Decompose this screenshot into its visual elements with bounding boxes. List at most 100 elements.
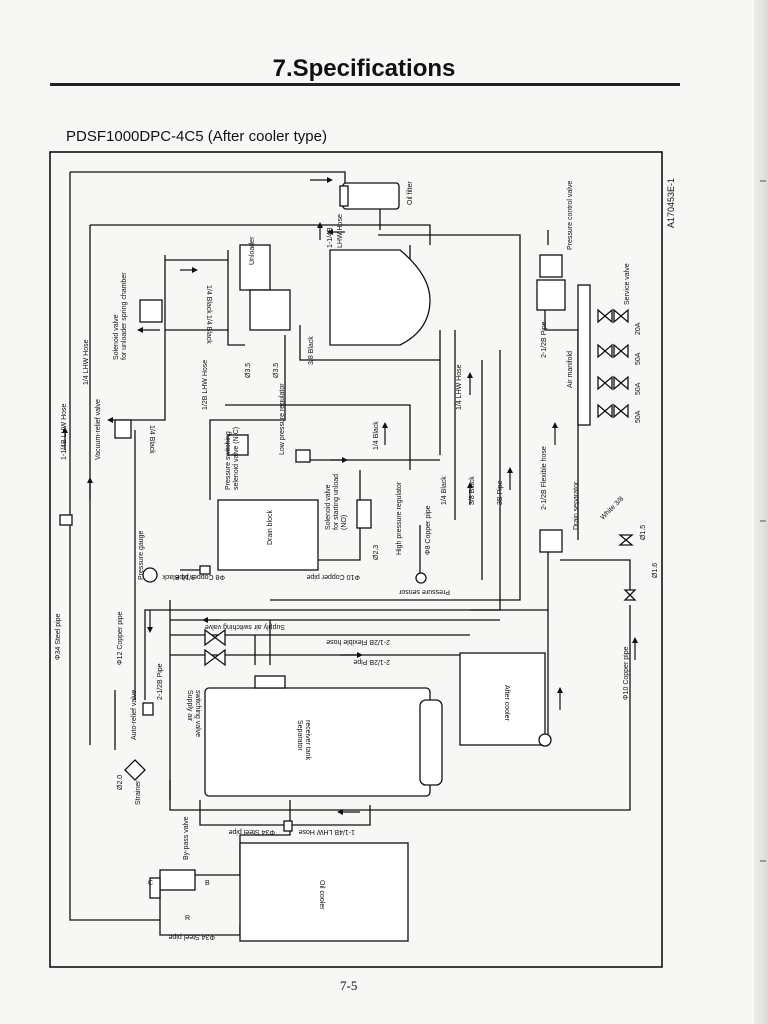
pipe-line [90,224,431,245]
pipe-line [227,250,245,346]
separator-receiver-tank [204,687,431,797]
bypass-label: By-pass valve [183,816,190,860]
diagram-frame [49,151,663,968]
drain-valve [618,534,634,546]
drain-block [217,499,319,571]
solenoid-start-label: for starting unload [333,474,340,530]
fitting [199,565,211,575]
page-edge-mark [760,520,766,522]
air-manifold [577,284,591,426]
switching-label: Pressure switching [225,431,232,490]
hose-label: 1/2B LHW Hose [202,360,209,410]
pressure-gauge [142,567,158,583]
service-valve-50a [597,343,613,359]
hose-label: 1-1/4B LHW Hose [298,828,355,835]
drain-separator [539,529,563,553]
pressure-switching-valve [227,434,249,456]
vacuum-relief-valve [114,419,132,439]
service-valve-20a [613,308,629,324]
oil-cooler [239,842,409,942]
pipe-label: 3B Pipe [497,480,504,505]
fitting [283,820,293,832]
oil-cooler-label: Oil cooler [318,880,325,910]
hose-label: 1-1/4B [327,227,334,248]
pipe-line [159,890,241,936]
diagram-subtitle: PDSF1000DPC-4C5 (After cooler type) [66,128,327,145]
service-valve-label: Service valve [624,263,631,305]
oil-filter-cap [339,185,349,207]
pressure-control-label: Pressure control valve [567,181,574,250]
pipe-line [70,171,346,190]
pipe-line [69,172,160,921]
pipe-label: Φ8 Copper pipe [425,505,432,555]
valve-label: switching valve [194,690,201,737]
low-pressure-regulator [295,449,311,463]
tank-end-cap [419,699,443,786]
pipe-label: Φ8 Copper pipe [175,573,225,580]
pipe-label: 2-1/2B Flexible hose [541,446,548,510]
fitting [59,514,73,526]
pipe-line [299,325,440,361]
unloader-label: Unloader [249,236,256,265]
service-valve-50a [613,403,629,419]
supply-air-switching-valve [204,628,226,647]
port-label: R [185,915,190,922]
service-valve-50a [597,403,613,419]
service-valve-50a [613,375,629,391]
orifice-label: Ø3.5 [273,363,280,378]
after-cooler-port [538,733,552,747]
bypass-valve-port [149,877,161,899]
page-edge-mark [760,180,766,182]
valve-size-label: 50A [635,410,642,423]
pipe-line [209,335,286,500]
tank-label: Separator [296,720,303,751]
pipe-label: Φ34 Steel pipe [228,828,275,835]
service-valve-50a [613,343,629,359]
oil-filter [342,182,400,210]
page-edge-mark [760,860,766,862]
solenoid-start-label: Solenoid valve [325,484,332,530]
vacuum-relief-label: Vacuum-relief valve [95,399,102,460]
pipe-label: 2-1/2B Pipe [157,663,164,700]
pipe-label: 3/8 Black [469,476,476,505]
page-number: 7-5 [340,978,358,993]
pressure-sensor [415,572,427,584]
switching-label: selenoid valve (N.C) [233,427,240,490]
after-cooler-label: After cooler [503,685,510,721]
pipe-label: 1/4 Black [441,476,448,505]
pipe-label: 1/4 Black [205,315,212,344]
port-label: C [148,880,153,887]
valve-label: Supply air [186,690,193,722]
pipe-label: Φ34 Steel pipe [168,933,215,940]
pipe-label: 3/8 Black [308,336,315,365]
pipe-line [560,559,631,595]
pipe-label: Φ10 Copper pipe [623,646,630,700]
strainer [124,759,146,781]
solenoid-label: Solenoid valve [113,314,120,360]
relief-label: Auto-relief valve [131,690,138,740]
drain-block-label: Drain block [267,509,274,545]
service-valve-20a [597,308,613,324]
valve-size-label: 50A [635,382,642,395]
service-valve-50a [597,375,613,391]
tank-label: receiver tank [304,720,311,761]
after-cooler [459,652,546,746]
regulator-label: High pressure regulator [396,481,403,555]
hose-label: 1-1/4B LHW Hose [61,403,68,460]
orifice-label: Ø2.3 [373,545,380,560]
air-manifold-label: Air manifold [567,351,574,388]
pipe-line [144,350,501,700]
orifice-label: Ø1.5 [640,525,647,540]
pipe-line [544,310,579,540]
hose-label: 1/4 LHW Hose [456,364,463,410]
orifice-label: Ø2.0 [117,775,124,790]
orifice-label: Ø3.5 [245,363,252,378]
pipe-label: 2-1/2B Pipe [353,658,390,665]
unloader [239,244,271,291]
doc-code-label: A170453E-1 [666,178,676,228]
regulator-label: Low pressure regulator [279,383,286,455]
drain-separator-label: Drain separator [573,481,580,530]
page-title: 7.Specifications [272,55,456,82]
valve-label: Supply air switching valve [205,623,285,630]
